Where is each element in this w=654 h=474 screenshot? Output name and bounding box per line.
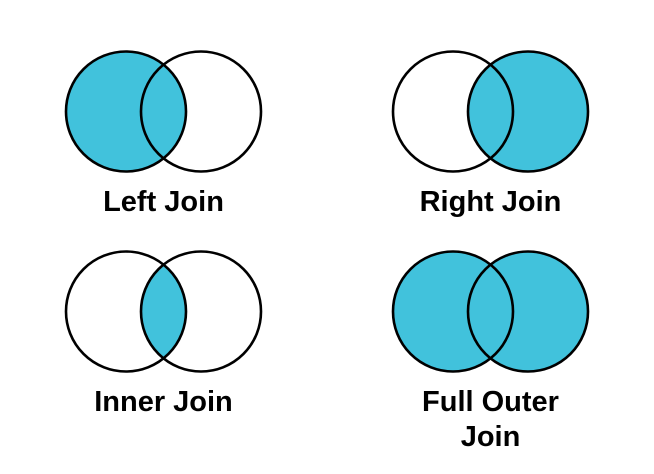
right-circle-outline <box>466 50 590 173</box>
venn-label-full-outer-join: Full Outer Join <box>422 385 559 453</box>
venn-panel-inner-join: Inner Join <box>59 248 268 455</box>
venn-label-inner-join: Inner Join <box>94 385 233 418</box>
venn-grid: Left Join Right Join Inner Join <box>0 48 654 454</box>
left-circle-outline <box>64 249 188 373</box>
venn-diagram-inner-join <box>64 249 263 373</box>
venn-diagram-left-join <box>64 50 263 173</box>
left-circle-outline <box>391 50 515 173</box>
intersection-fill <box>141 264 186 359</box>
venn-panel-left-join: Left Join <box>59 48 268 220</box>
right-circle-outline <box>139 50 263 173</box>
venn-panel-right-join: Right Join <box>386 48 595 220</box>
venn-diagram-full-outer-join <box>391 249 590 373</box>
right-circle-fill <box>468 251 588 372</box>
venn-panel-full-outer-join: Full Outer Join <box>386 248 595 455</box>
left-circle-outline <box>391 249 515 373</box>
venn-label-left-join: Left Join <box>103 186 224 218</box>
venn-diagram-right-join <box>391 50 590 173</box>
right-circle-outline <box>139 249 263 373</box>
left-circle-outline <box>64 50 188 173</box>
right-circle-outline <box>466 249 590 373</box>
venn-label-right-join: Right Join <box>419 186 562 218</box>
right-circle-fill <box>468 51 588 172</box>
left-circle-fill <box>66 51 186 172</box>
